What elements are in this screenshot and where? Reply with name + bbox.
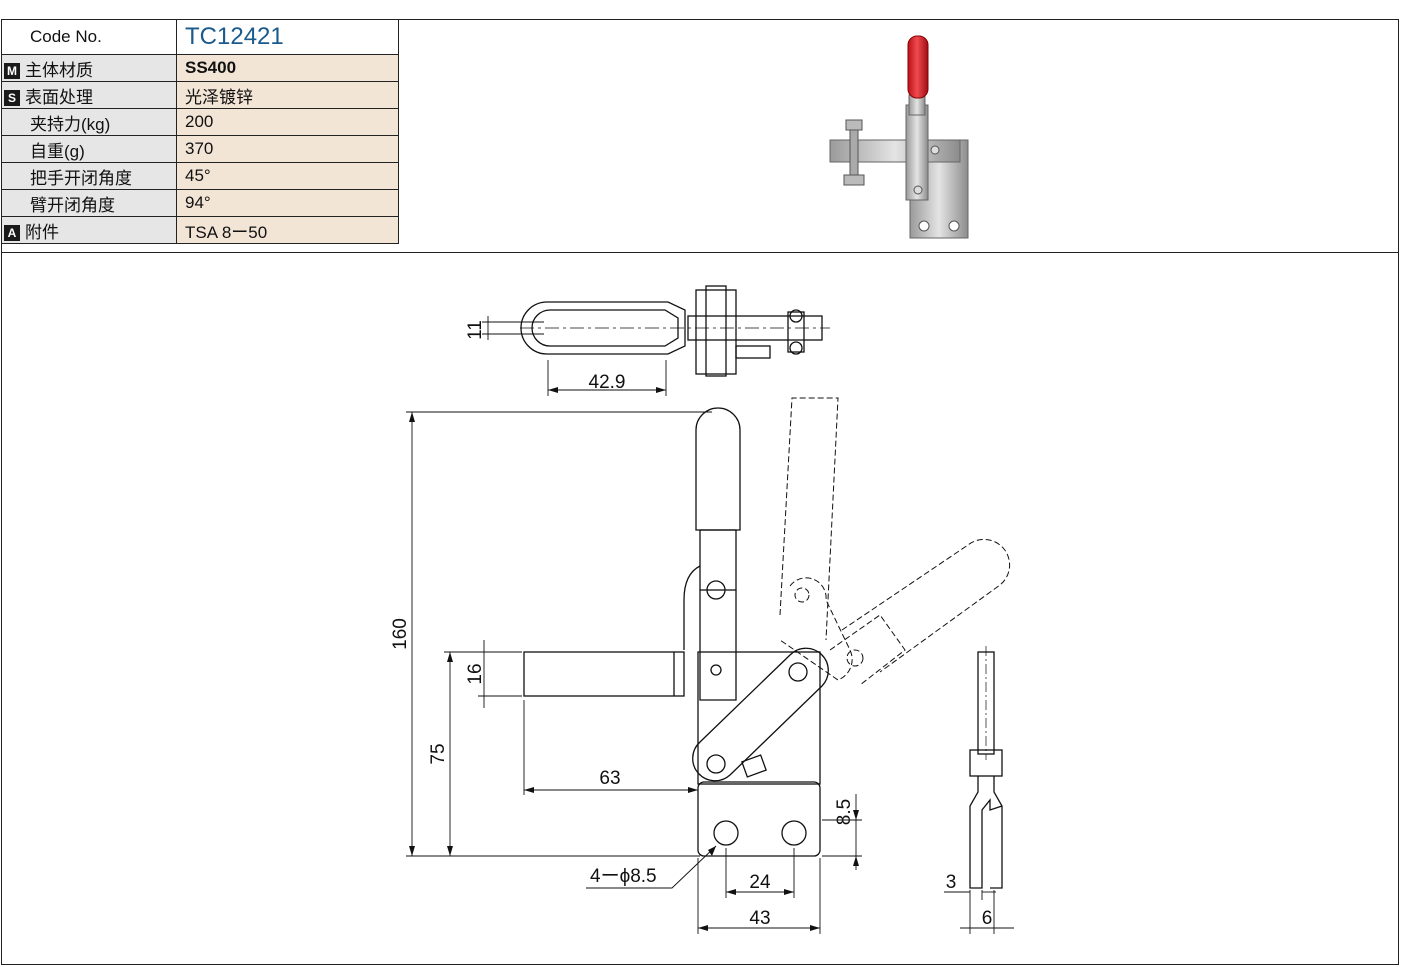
spec-row-handle-angle: 把手开闭角度 45° bbox=[1, 162, 399, 190]
dimension-lines bbox=[406, 316, 1014, 934]
arm-angle-value: 94° bbox=[176, 189, 399, 217]
accessory-value: TSA 8ー50 bbox=[176, 216, 399, 244]
dim-43: 43 bbox=[749, 908, 770, 929]
accessory-label: 附件 bbox=[25, 222, 59, 242]
side-view bbox=[969, 646, 1003, 889]
dim-11: 11 bbox=[465, 320, 486, 340]
dim-holes: 4ーϕ8.5 bbox=[590, 866, 657, 887]
force-value: 200 bbox=[176, 108, 399, 136]
dim-63: 63 bbox=[599, 768, 620, 789]
spec-row-weight: 自重(g) 370 bbox=[1, 135, 399, 163]
dimension-arrows bbox=[409, 387, 859, 931]
drawing-frame bbox=[1, 19, 1399, 965]
dim-160: 160 bbox=[390, 618, 411, 650]
dim-3: 3 bbox=[946, 872, 957, 893]
surface-value: 光泽镀锌 bbox=[176, 81, 399, 109]
code-value: TC12421 bbox=[176, 19, 399, 55]
dim-24: 24 bbox=[749, 872, 771, 893]
handle-angle-label: 把手开闭角度 bbox=[1, 162, 177, 190]
product-photo bbox=[829, 35, 969, 239]
dim-6: 6 bbox=[982, 908, 993, 929]
spec-row-force: 夹持力(kg) 200 bbox=[1, 108, 399, 136]
material-label: 主体材质 bbox=[25, 60, 93, 80]
material-value: SS400 bbox=[176, 54, 399, 82]
accessory-badge-icon: A bbox=[4, 224, 20, 241]
top-view bbox=[520, 285, 830, 377]
handle-angle-value: 45° bbox=[176, 162, 399, 190]
spec-row-code: Code No. TC12421 bbox=[1, 19, 399, 55]
dim-16: 16 bbox=[465, 663, 486, 684]
dimension-labels: 11 42.9 160 16 75 63 8.5 4ーϕ8.5 24 43 3 … bbox=[390, 320, 992, 929]
weight-label: 自重(g) bbox=[1, 135, 177, 163]
spec-row-arm-angle: 臂开闭角度 94° bbox=[1, 189, 399, 217]
material-badge-icon: M bbox=[4, 62, 20, 79]
spec-row-material: M 主体材质 SS400 bbox=[1, 54, 399, 82]
surface-badge-icon: S bbox=[4, 89, 20, 106]
dim-42-9: 42.9 bbox=[589, 372, 626, 393]
surface-label: 表面处理 bbox=[25, 87, 93, 107]
open-position bbox=[779, 397, 1011, 686]
front-view bbox=[523, 407, 829, 857]
dim-8-5: 8.5 bbox=[834, 799, 855, 825]
section-divider bbox=[1, 252, 1399, 253]
spec-row-accessory: A 附件 TSA 8ー50 bbox=[1, 216, 399, 244]
arm-angle-label: 臂开闭角度 bbox=[1, 189, 177, 217]
dim-75: 75 bbox=[428, 743, 449, 764]
